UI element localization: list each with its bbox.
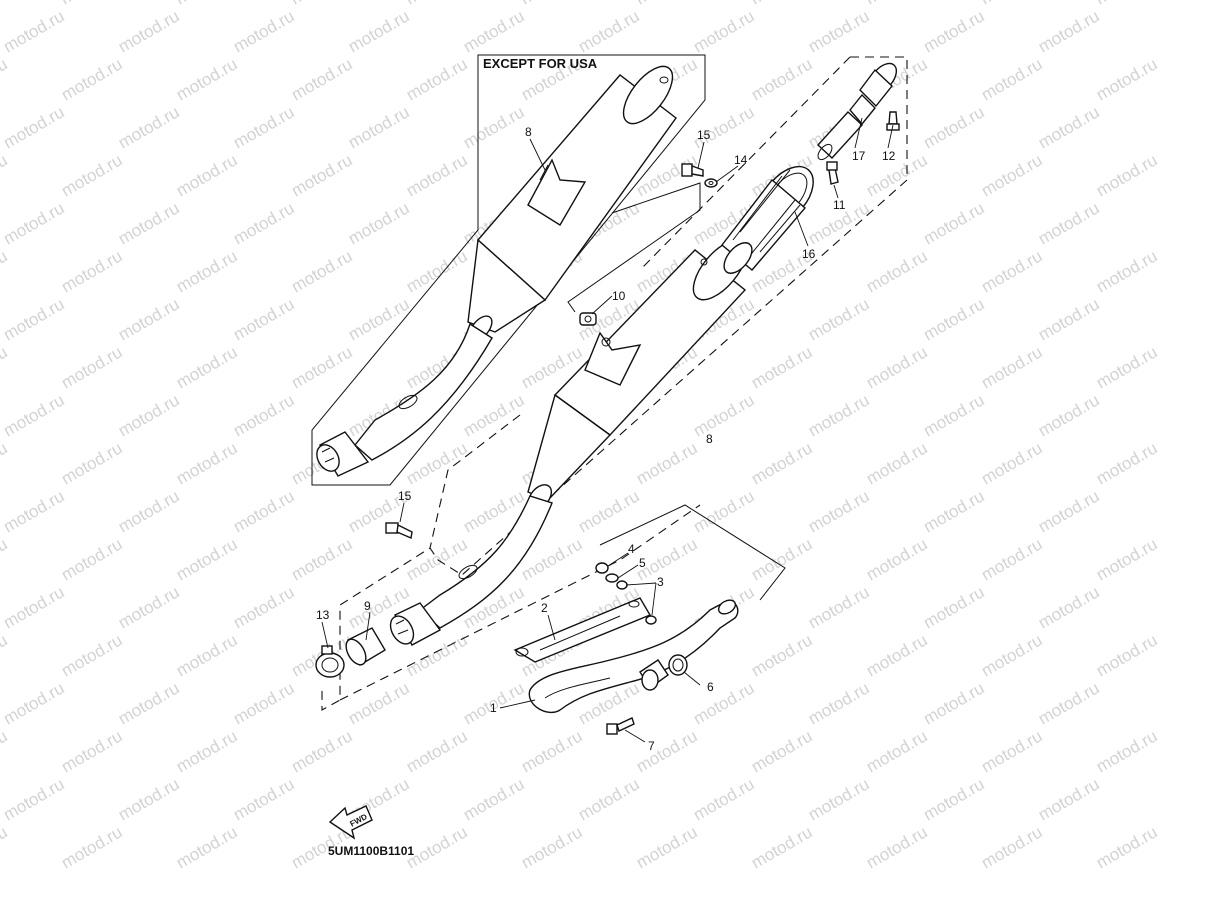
callout-13: 13 [316,608,330,622]
callout-2: 2 [541,601,548,615]
muffler-main [389,239,748,646]
clamp-13 [315,645,345,678]
exhaust-pipe-box [599,504,786,601]
callout-12: 12 [882,149,896,163]
bolt-15-upper [681,163,704,177]
fwd-arrow: FWD [328,805,373,840]
nut-3a [616,580,628,590]
exhaust-joint [345,627,386,666]
callout-5: 5 [639,556,646,570]
nut-10 [579,312,597,326]
muffler-screen [721,165,814,274]
callout-15-lower: 15 [398,489,412,503]
callout-10: 10 [612,289,626,303]
bolt-15-lower [385,522,413,539]
bracket-2 [513,597,652,663]
callout-16: 16 [802,247,816,261]
callout-14: 14 [734,153,748,167]
washer-14 [704,178,718,188]
muffler-inset [316,65,677,477]
bolt-4 [595,562,609,574]
callout-4: 4 [628,542,635,556]
nut-3b [645,615,657,625]
bolt-11 [826,161,839,185]
washer-5 [605,573,619,583]
callout-1: 1 [490,701,497,715]
bolt-7 [606,717,635,735]
spark-arrester [817,62,898,161]
callout-8-inset: 8 [525,125,532,139]
callout-3: 3 [657,575,664,589]
except-for-usa-box: EXCEPT FOR USA [311,54,706,486]
exhaust-pipe-1 [528,599,739,714]
gasket-6 [668,654,688,676]
main-assembly-outline [321,56,908,711]
callout-11: 11 [833,198,846,212]
callout-7: 7 [648,739,655,753]
diagram-code: 5UM1100B1101 [328,844,414,858]
leader-lines [321,117,894,743]
callout-8-main: 8 [706,432,713,446]
bolt-12 [886,111,900,131]
callouts: 8 15 14 17 12 11 16 10 8 15 13 9 4 5 3 2… [316,125,896,753]
callout-6: 6 [707,680,714,694]
callout-15-upper: 15 [697,128,711,142]
callout-9: 9 [364,599,371,613]
callout-17: 17 [852,149,866,163]
box-title: EXCEPT FOR USA [483,56,598,71]
